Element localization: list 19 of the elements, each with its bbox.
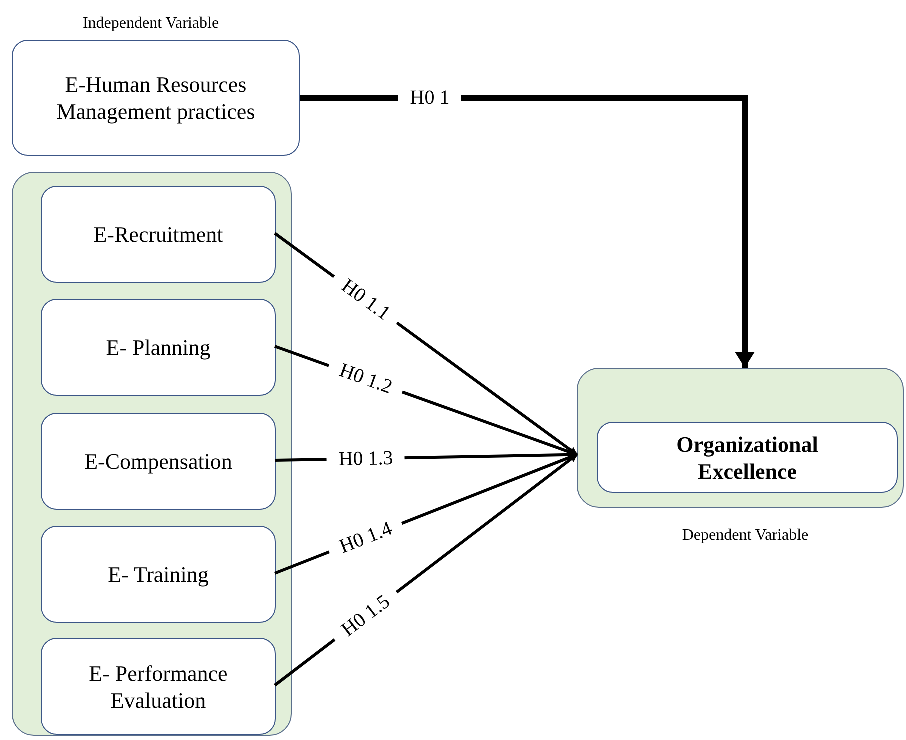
group-box — [577, 368, 904, 508]
variable-box — [12, 40, 300, 156]
group-box — [12, 172, 292, 736]
variable-box — [41, 413, 276, 510]
variable-box — [597, 422, 898, 493]
variable-box — [41, 299, 276, 396]
variable-box — [41, 526, 276, 623]
variable-caption: Dependent Variable — [681, 526, 810, 546]
node-text: E- Training — [107, 561, 210, 588]
variable-caption: Independent Variable — [82, 14, 220, 34]
node-text: E- Performance Evaluation — [88, 660, 229, 714]
variable-box — [41, 186, 276, 283]
node-text: E-Compensation — [84, 448, 234, 475]
node-text: E- Planning — [105, 334, 212, 361]
node-text: E-Recruitment — [92, 221, 224, 248]
arrow — [300, 95, 755, 368]
variable-box — [41, 638, 276, 735]
node-text: E-Human Resources Management practices — [56, 71, 256, 125]
node-text: Organizational Excellence — [676, 430, 820, 484]
